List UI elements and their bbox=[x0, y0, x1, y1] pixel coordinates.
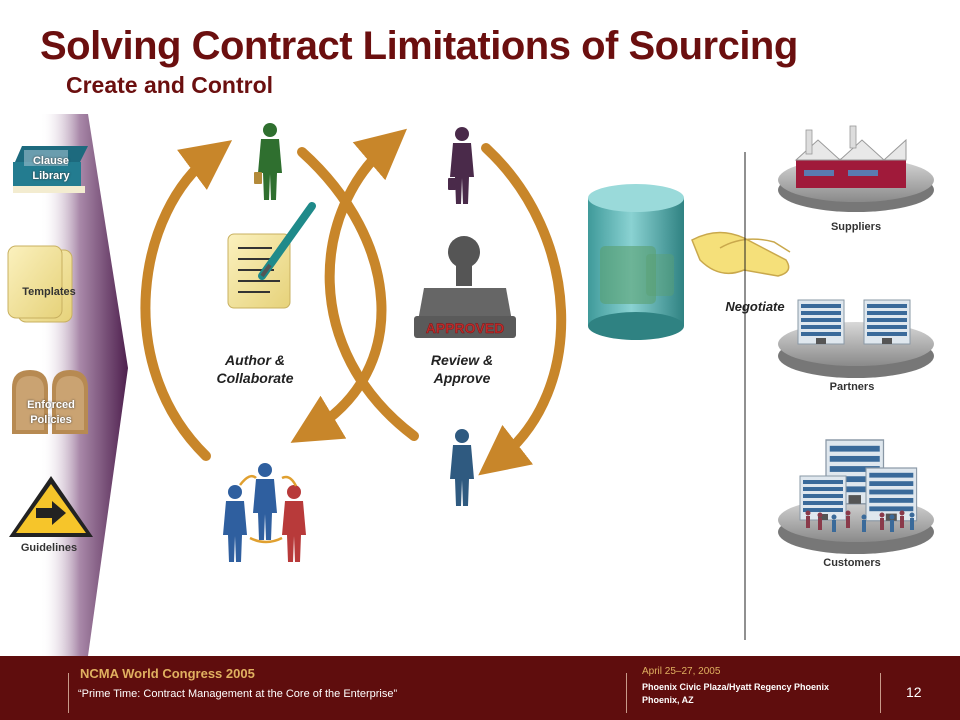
slide-subtitle: Create and Control bbox=[66, 72, 274, 98]
footer-divider-mid bbox=[626, 673, 627, 713]
page-number: 12 bbox=[906, 684, 922, 700]
cycle-arrow-left-up bbox=[140, 140, 233, 461]
sourcing-diagram: APPROVED bbox=[0, 100, 960, 656]
enforced-policies-tablets-icon bbox=[12, 370, 88, 434]
cycle-arrow-right-down bbox=[478, 143, 567, 476]
enforced-policies-label: Enforced Policies bbox=[27, 399, 75, 426]
partners-buildings-icon bbox=[778, 299, 934, 378]
footer-divider-left bbox=[68, 673, 69, 713]
footer-event-name: NCMA World Congress 2005 bbox=[80, 666, 255, 681]
negotiate-label: Negotiate bbox=[725, 299, 785, 314]
footer-date: April 25–27, 2005 bbox=[642, 666, 721, 677]
author-person-icon bbox=[254, 123, 282, 200]
approver-person-icon bbox=[450, 429, 474, 506]
review-approve-label: Review & Approve bbox=[430, 352, 494, 386]
handshake-icon bbox=[691, 231, 791, 277]
contract-scroll-pen-icon bbox=[227, 202, 316, 309]
suppliers-factory-icon bbox=[778, 125, 934, 212]
clause-library-label: Clause Library bbox=[32, 155, 70, 182]
customers-label: Customers bbox=[823, 557, 881, 569]
footer-venue: Phoenix Civic Plaza/Hyatt Regency Phoeni… bbox=[642, 681, 829, 707]
guidelines-label: Guidelines bbox=[20, 542, 78, 554]
team-collaboration-icon bbox=[223, 463, 306, 562]
cycle-arrow-review-up bbox=[324, 128, 419, 441]
clause-library-book-icon bbox=[13, 146, 88, 193]
diagram-graphics: APPROVED bbox=[7, 114, 934, 656]
author-collaborate-label: Author & Collaborate bbox=[216, 352, 294, 386]
customers-buildings-icon bbox=[778, 439, 934, 554]
cycle-arrow-author-down bbox=[290, 147, 387, 443]
reviewer-person-icon bbox=[448, 127, 474, 204]
partners-label: Partners bbox=[829, 381, 875, 393]
footer-venue-line1: Phoenix Civic Plaza/Hyatt Regency Phoeni… bbox=[642, 682, 830, 692]
stamp-label: APPROVED bbox=[426, 320, 505, 336]
slide-footer: NCMA World Congress 2005 “Prime Time: Co… bbox=[0, 656, 960, 720]
templates-label: Templates bbox=[22, 286, 76, 298]
slide-title: Solving Contract Limitations of Sourcing bbox=[40, 24, 798, 68]
footer-theme: “Prime Time: Contract Management at the … bbox=[78, 688, 398, 700]
approved-stamp-icon: APPROVED bbox=[414, 236, 516, 338]
guidelines-sign-icon bbox=[9, 476, 93, 537]
footer-divider-right bbox=[880, 673, 881, 713]
suppliers-label: Suppliers bbox=[830, 221, 882, 233]
templates-scroll-icon bbox=[7, 245, 73, 323]
contract-repository-icon bbox=[588, 184, 684, 340]
footer-venue-line2: Phoenix, AZ bbox=[642, 695, 694, 705]
